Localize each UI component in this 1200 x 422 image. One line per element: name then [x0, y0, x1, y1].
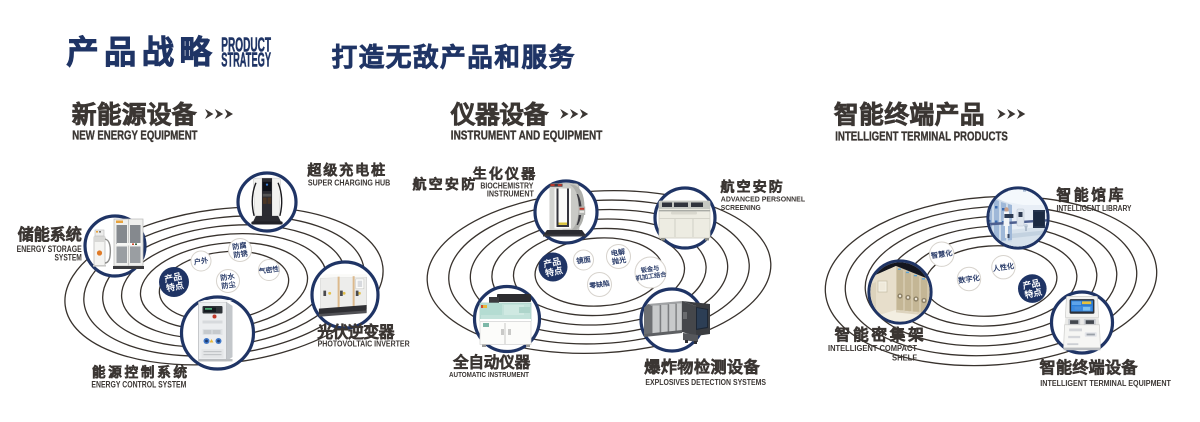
svg-text:防水: 防水 [220, 271, 236, 282]
svg-text:镜面: 镜面 [576, 255, 592, 266]
svg-text:全自动仪器: 全自动仪器 [452, 353, 531, 372]
svg-text:航空安防: 航空安防 [413, 176, 476, 192]
svg-text:ENERGY STORAGE: ENERGY STORAGE [17, 244, 82, 254]
svg-text:产品战略: 产品战略 [67, 34, 213, 70]
svg-text:钣金与: 钣金与 [640, 264, 659, 275]
svg-text:ADVANCED PERSONNEL: ADVANCED PERSONNEL [721, 194, 806, 203]
svg-text:航空安防: 航空安防 [721, 179, 783, 195]
svg-text:数字化: 数字化 [958, 273, 981, 285]
svg-text:STRATEGY: STRATEGY [221, 49, 271, 71]
svg-text:特点: 特点 [1023, 286, 1043, 300]
svg-text:生化仪器: 生化仪器 [473, 165, 536, 181]
svg-text:光伏逆变器: 光伏逆变器 [316, 322, 394, 341]
svg-text:电解: 电解 [610, 247, 626, 258]
svg-text:防尘: 防尘 [221, 280, 237, 291]
svg-text:INTELLIGENT COMPACT: INTELLIGENT COMPACT [828, 343, 918, 353]
svg-text:PHOTOVOLTAIC INVERTER: PHOTOVOLTAIC INVERTER [318, 339, 411, 349]
svg-text:爆炸物检测设备: 爆炸物检测设备 [644, 358, 760, 377]
svg-text:户外: 户外 [193, 256, 209, 267]
svg-text:能源控制系统: 能源控制系统 [92, 364, 188, 380]
svg-text:新能源设备: 新能源设备 [72, 100, 197, 129]
svg-text:智能密集架: 智能密集架 [835, 325, 924, 344]
svg-text:防锈: 防锈 [233, 249, 249, 260]
svg-text:抛光: 抛光 [611, 255, 627, 266]
svg-text:产品: 产品 [542, 255, 562, 269]
svg-text:PRODUCT: PRODUCT [221, 34, 271, 56]
svg-text:SCREENING: SCREENING [721, 203, 761, 212]
svg-text:智能终端设备: 智能终端设备 [1040, 358, 1139, 377]
svg-text:超级充电桩: 超级充电桩 [306, 162, 385, 178]
svg-text:智能终端产品: 智能终端产品 [834, 100, 985, 129]
svg-text:人性化: 人性化 [992, 261, 1015, 273]
svg-text:仪器设备: 仪器设备 [450, 101, 549, 129]
svg-text:NEW ENERGY EQUIPMENT: NEW ENERGY EQUIPMENT [72, 127, 197, 142]
svg-text:气密性: 气密性 [257, 264, 280, 276]
svg-text:BIOCHEMISTRY: BIOCHEMISTRY [480, 181, 533, 191]
svg-text:储能系统: 储能系统 [17, 225, 82, 244]
svg-text:AUTOMATIC INSTRUMENT: AUTOMATIC INSTRUMENT [449, 370, 529, 379]
svg-text:INSTRUMENT: INSTRUMENT [487, 189, 535, 199]
svg-text:智慧化: 智慧化 [930, 248, 953, 260]
svg-text:INTELLIGENT TERMINAL EQUIPMENT: INTELLIGENT TERMINAL EQUIPMENT [1040, 378, 1171, 388]
svg-text:产品: 产品 [1022, 277, 1042, 291]
svg-text:INTELLIGENT TERMINAL PRODUCTS: INTELLIGENT TERMINAL PRODUCTS [835, 129, 1008, 144]
svg-text:特点: 特点 [165, 279, 185, 293]
svg-text:SHELF: SHELF [892, 353, 917, 363]
svg-text:防腐: 防腐 [232, 241, 248, 252]
svg-text:ENERGY CONTROL SYSTEM: ENERGY CONTROL SYSTEM [91, 379, 186, 389]
svg-text:零缺陷: 零缺陷 [588, 278, 611, 290]
svg-text:SUPER CHARGING HUB: SUPER CHARGING HUB [308, 177, 390, 187]
svg-text:EXPLOSIVES DETECTION SYSTEMS: EXPLOSIVES DETECTION SYSTEMS [645, 377, 766, 387]
svg-text:打造无敌产品和服务: 打造无敌产品和服务 [332, 43, 575, 72]
svg-text:SYSTEM: SYSTEM [55, 252, 82, 262]
svg-text:INSTRUMENT AND EQUIPMENT: INSTRUMENT AND EQUIPMENT [451, 127, 603, 142]
svg-text:INTELLIGENT LIBRARY: INTELLIGENT LIBRARY [1057, 203, 1132, 213]
svg-text:智能馆库: 智能馆库 [1057, 186, 1124, 204]
svg-text:产品: 产品 [163, 270, 183, 284]
svg-text:特点: 特点 [544, 264, 564, 278]
